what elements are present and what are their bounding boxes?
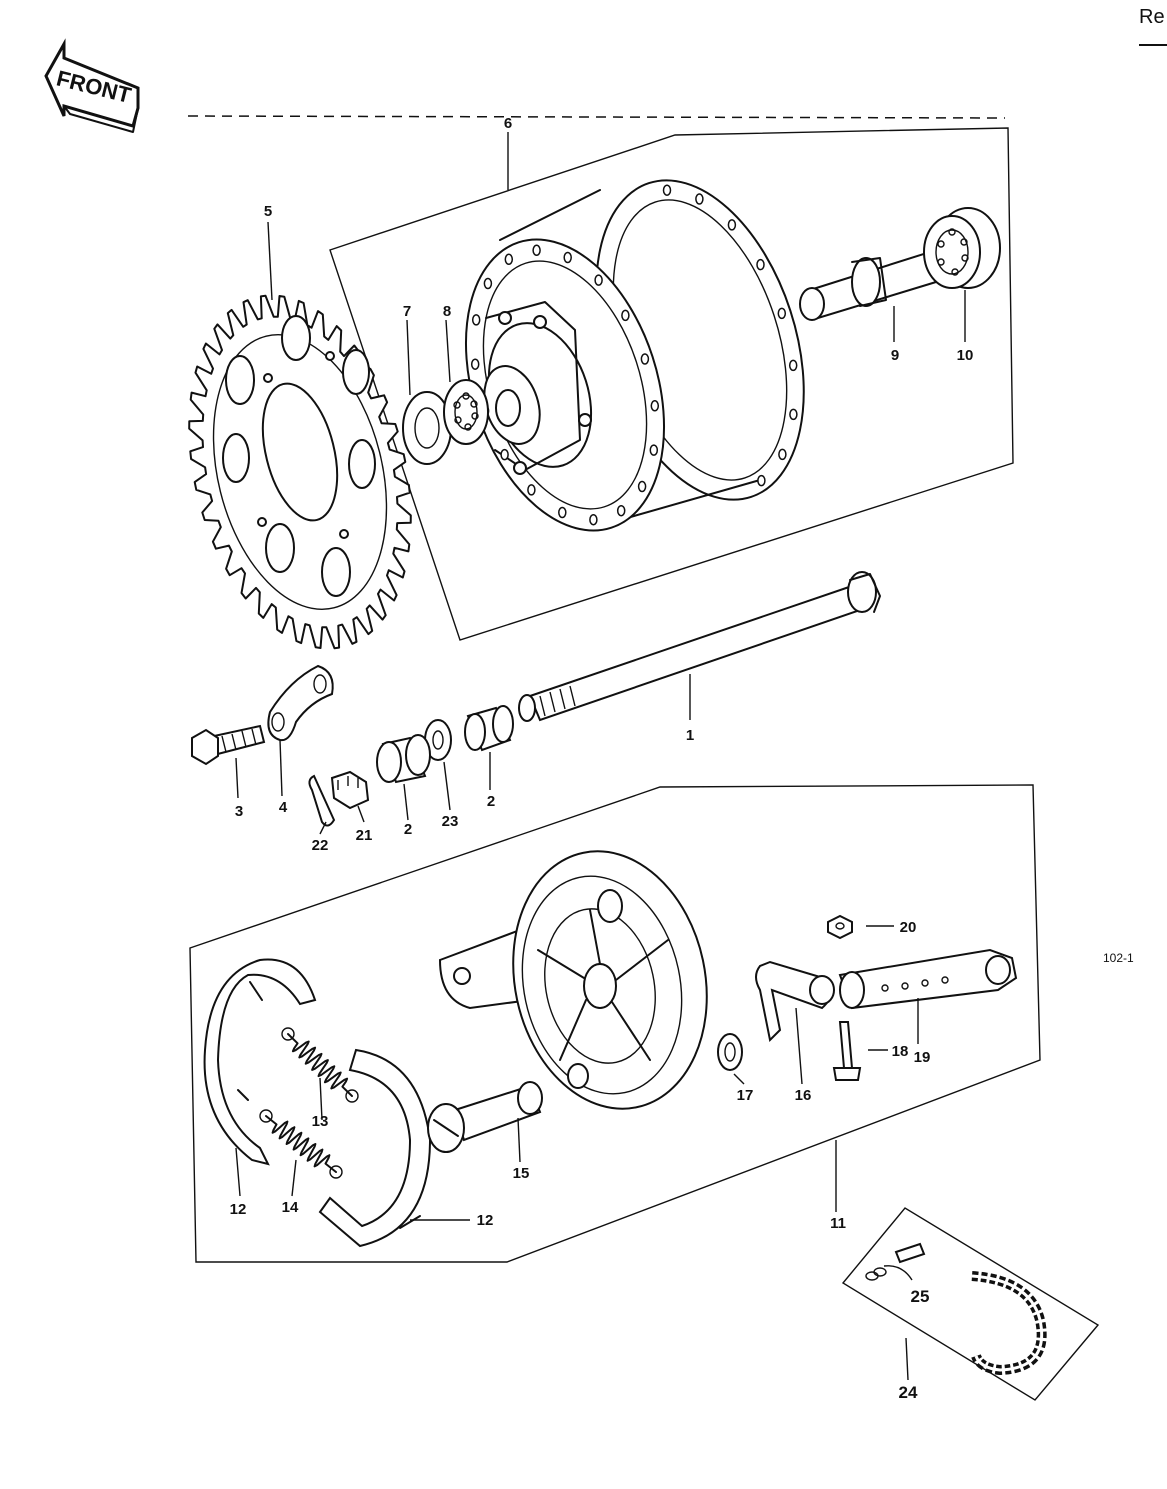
hub-spoke-hole [589,513,598,526]
torque-link-19-icon [838,948,1018,1010]
front-arrow-icon: FRONT [44,38,140,133]
label-part-12a: 12 [230,1201,247,1218]
label-part-21: 21 [356,827,373,844]
axle-icon [518,571,881,722]
figure-number: 102-1 [1103,951,1134,965]
assembly-dashed-line [187,115,1006,119]
label-part-2b: 2 [487,793,495,810]
bolt-18-icon [832,1021,862,1081]
hub-spoke-hole [662,184,672,196]
hub-spoke-hole [640,353,650,365]
brake-cam-15-icon [427,1081,543,1153]
label-part-1: 1 [686,727,694,744]
hub-spoke-hole [594,274,603,286]
hub-spoke-hole [470,358,480,370]
hub-spoke-hole [558,506,567,519]
label-part-22: 22 [312,837,329,854]
spring-14-icon [259,1109,343,1179]
seal-17-icon [717,1033,743,1071]
hub-spoke-hole [527,484,536,496]
label-part-19: 19 [914,1049,931,1066]
label-part-4: 4 [279,799,288,816]
wheel-hub-icon [464,179,805,532]
label-part-23: 23 [442,813,459,830]
hub-spoke-hole [727,219,737,231]
brake-assembly-outline [189,784,1041,1263]
hub-assembly-outline [329,127,1014,641]
label-part-11: 11 [830,1215,846,1232]
hub-spoke-hole [616,504,626,517]
label-part-5: 5 [264,203,272,220]
page-reference-rule [1139,44,1167,46]
nut-20-icon [827,914,853,940]
hub-spoke-hole [789,408,798,421]
collar-2-left-icon [376,734,431,784]
drive-chain-icon [971,1271,1047,1376]
hub-spoke-hole [563,251,572,264]
collar-2-right-icon [464,705,514,752]
label-part-9: 9 [891,347,899,364]
hub-spoke-hole [650,400,660,412]
label-part-17: 17 [737,1087,754,1104]
chain-adjuster-4-icon [267,664,334,742]
bearing-8-icon [443,379,489,445]
sprocket-icon [188,294,412,650]
label-part-7: 7 [403,303,411,320]
label-part-14: 14 [282,1199,299,1216]
label-part-8: 8 [443,303,451,320]
hub-spoke-holes [470,184,798,526]
bolt-3-icon [191,724,266,766]
hub-spoke-hole [483,277,493,290]
washer-23-icon [424,719,452,761]
spring-13-icon [281,1027,359,1103]
label-part-13: 13 [312,1113,329,1130]
cotter-pin-22-icon [308,774,336,827]
spacer-9-icon [799,250,938,321]
brake-panel-icon [438,850,708,1110]
label-part-12b: 12 [477,1212,494,1229]
page-reference: Re [1139,6,1165,28]
label-part-2a: 2 [404,821,412,838]
hub-spoke-hole [504,253,514,266]
label-part-25: 25 [911,1287,930,1306]
label-part-24: 24 [899,1383,918,1402]
label-part-16: 16 [795,1087,812,1104]
hub-spoke-hole [649,444,659,456]
cam-lever-16-icon [755,960,835,1043]
label-part-6: 6 [504,115,512,132]
label-part-3: 3 [235,803,243,820]
chain-kit-outline [841,1207,1100,1401]
hub-spoke-hole [756,258,765,271]
label-part-15: 15 [513,1165,530,1182]
brake-shoe-12-right-icon [318,1048,432,1248]
label-part-20: 20 [900,919,917,936]
hub-spoke-hole [777,307,787,320]
bearing-10-icon [923,207,1001,289]
hub-spoke-hole [532,244,541,257]
hub-spoke-hole [788,359,798,372]
hub-spoke-hole [500,448,509,461]
castle-nut-21-icon [330,770,370,810]
label-part-18: 18 [892,1043,909,1060]
hub-spoke-hole [695,193,704,205]
hub-spoke-hole [471,314,481,326]
part-labels: 1 2 2 3 4 5 6 7 8 9 10 11 12 12 13 14 15… [230,115,974,1402]
master-link-25-icon [865,1242,926,1281]
hub-spoke-hole [621,309,630,322]
leader-lines [235,132,966,1381]
hub-spoke-hole [778,448,787,461]
label-part-10: 10 [957,347,974,364]
hub-spoke-hole [637,480,647,493]
hub-spoke-hole [757,474,766,487]
bearing-7-icon [402,391,452,465]
brake-shoe-12-left-icon [203,958,317,1166]
